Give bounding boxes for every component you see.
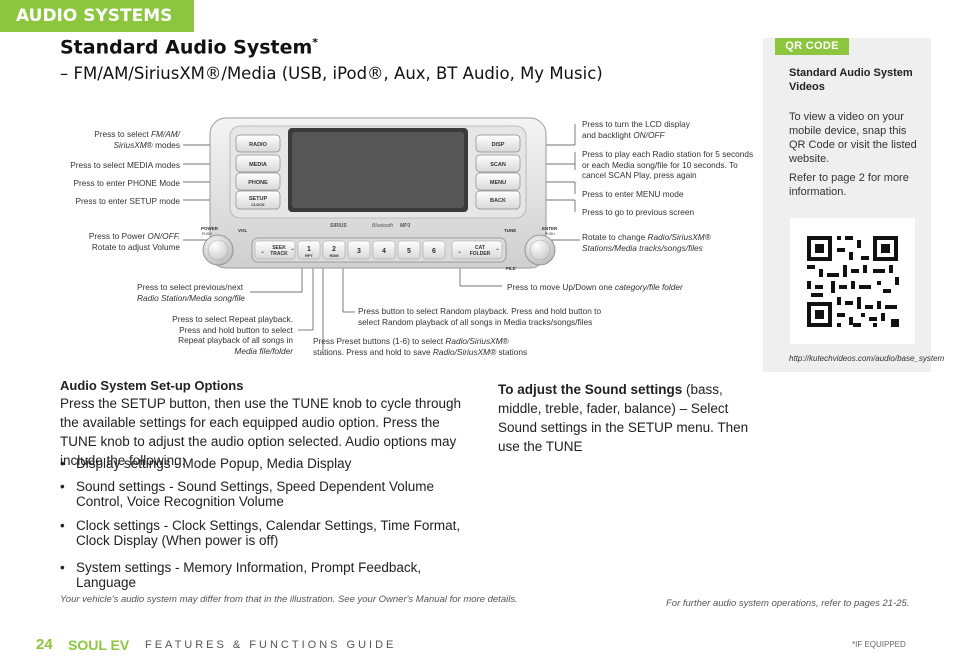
power-push-label: PUSH [202,232,212,236]
vol-label: VOL [238,228,248,233]
callout-seek-track: Press to select previous/next Radio Stat… [137,282,245,303]
chevron-up-icon: ⌃ [495,248,500,255]
footnote-left: Your vehicle's audio system may differ f… [60,594,518,605]
callout-disp: Press to turn the LCD display and backli… [582,119,690,140]
preset-1-label: 1 [307,246,311,253]
track-label: TRACK [270,251,288,257]
file-label: FILE [506,266,516,271]
callout-cat-folder: Press to move Up/Down one category/file … [507,282,683,292]
footer-model: SOUL EV [68,637,130,653]
cat-folder-button[interactable] [451,240,503,260]
preset-3-label: 3 [357,248,361,255]
qr-text-secondary: Refer to page 2 for more information. [789,172,909,198]
page-subtitle: – FM/AM/SiriusXM®/Media (USB, iPod®, Aux… [60,64,603,83]
preset-2-button[interactable] [322,240,346,260]
callout-scan: Press to play each Radio station for 5 s… [582,149,754,180]
power-label: POWER [201,226,219,231]
page-number: 24 [36,636,53,653]
chevron-down-icon: ⌄ [457,249,462,255]
media-button[interactable]: MEDIA [249,162,267,168]
section-tab: AUDIO SYSTEMS [0,0,194,32]
callout-repeat: Press to select Repeat playback. Press a… [172,314,293,356]
setup-button[interactable]: SETUP [249,196,268,202]
seek-track-button[interactable] [254,240,296,260]
bullet-clock-settings: Clock settings - Clock Settings, Calenda… [60,518,480,548]
preset-4-label: 4 [382,248,386,255]
preset-2-label: 2 [332,246,336,253]
callout-select-media: Press to select MEDIA modes [70,160,180,170]
cat-label: CAT [475,245,485,251]
preset-6-label: 6 [432,248,436,255]
preset-5-button[interactable] [397,240,421,260]
callout-back: Press to go to previous screen [582,207,695,217]
qr-code-graphic [807,236,899,327]
preset-5-label: 5 [407,248,411,255]
callout-select-radio: Press to select FM/AM/ SiriusXM® modes [94,129,180,150]
rdm-label: RDM [329,253,339,258]
callout-power-volume: Press to Power ON/OFF. Rotate to adjust … [88,231,180,252]
phone-button[interactable]: PHONE [248,180,268,186]
mp3-logo: MP3 [400,223,411,229]
footnote-right: For further audio system operations, ref… [666,598,910,609]
preset-1-button[interactable] [297,240,321,260]
bullet-sound-settings: Sound settings - Sound Settings, Speed D… [60,479,480,509]
right-function-buttons [475,134,521,210]
sound-settings-paragraph: To adjust the Sound settings (bass, midd… [498,382,749,454]
qr-tab: QR CODE [775,38,849,55]
callout-tune: Rotate to change Radio/SiriusXM® Station… [582,232,711,253]
clock-label: CLOCK [251,203,265,207]
footer-guide-title: FEATURES & FUNCTIONS GUIDE [145,639,397,651]
seek-label: SEEK [272,245,286,251]
back-button[interactable]: BACK [490,198,506,204]
callout-presets: Press Preset buttons (1-6) to select Rad… [313,336,528,357]
tune-enter-knob[interactable] [524,234,556,266]
bullet-display-settings: Display settings - Mode Popup, Media Dis… [60,456,480,471]
callout-enter-phone: Press to enter PHONE Mode [73,178,180,188]
callout-random: Press button to select Random playback. … [358,306,602,327]
qr-text: To view a video on your mobile device, s… [789,111,917,165]
sirius-logo: SIRIUS [330,223,347,229]
left-mode-buttons [235,134,281,210]
enter-label: ENTER [542,226,558,231]
chevron-down-icon: ⌄ [260,249,265,255]
rpt-label: RPT [305,253,314,258]
tune-label: TUNE [504,228,516,233]
preset-3-button[interactable] [347,240,371,260]
qr-url[interactable]: http://kutechvideos.com/audio/base_syste… [789,354,945,363]
callout-menu: Press to enter MENU mode [582,189,684,199]
page-title: Standard Audio System* [60,36,319,59]
menu-button[interactable]: MENU [490,180,506,186]
power-volume-knob[interactable] [202,234,234,266]
qr-code-image [790,218,915,344]
scan-button[interactable]: SCAN [490,162,506,168]
qr-heading: Standard Audio System Videos [789,67,913,93]
setup-heading: Audio System Set-up Options [60,378,244,393]
radio-button[interactable]: RADIO [249,142,267,148]
if-equipped-note: *IF EQUIPPED [852,640,906,649]
enter-push-label: PUSH [545,232,555,236]
preset-4-button[interactable] [372,240,396,260]
bluetooth-logo: Bluetooth [372,223,393,229]
folder-label: FOLDER [470,251,491,257]
chevron-up-icon: ⌃ [290,248,295,255]
preset-6-button[interactable] [422,240,446,260]
callout-enter-setup: Press to enter SETUP mode [75,196,180,206]
disp-button[interactable]: DISP [492,142,505,148]
bullet-system-settings: System settings - Memory Information, Pr… [60,560,480,590]
